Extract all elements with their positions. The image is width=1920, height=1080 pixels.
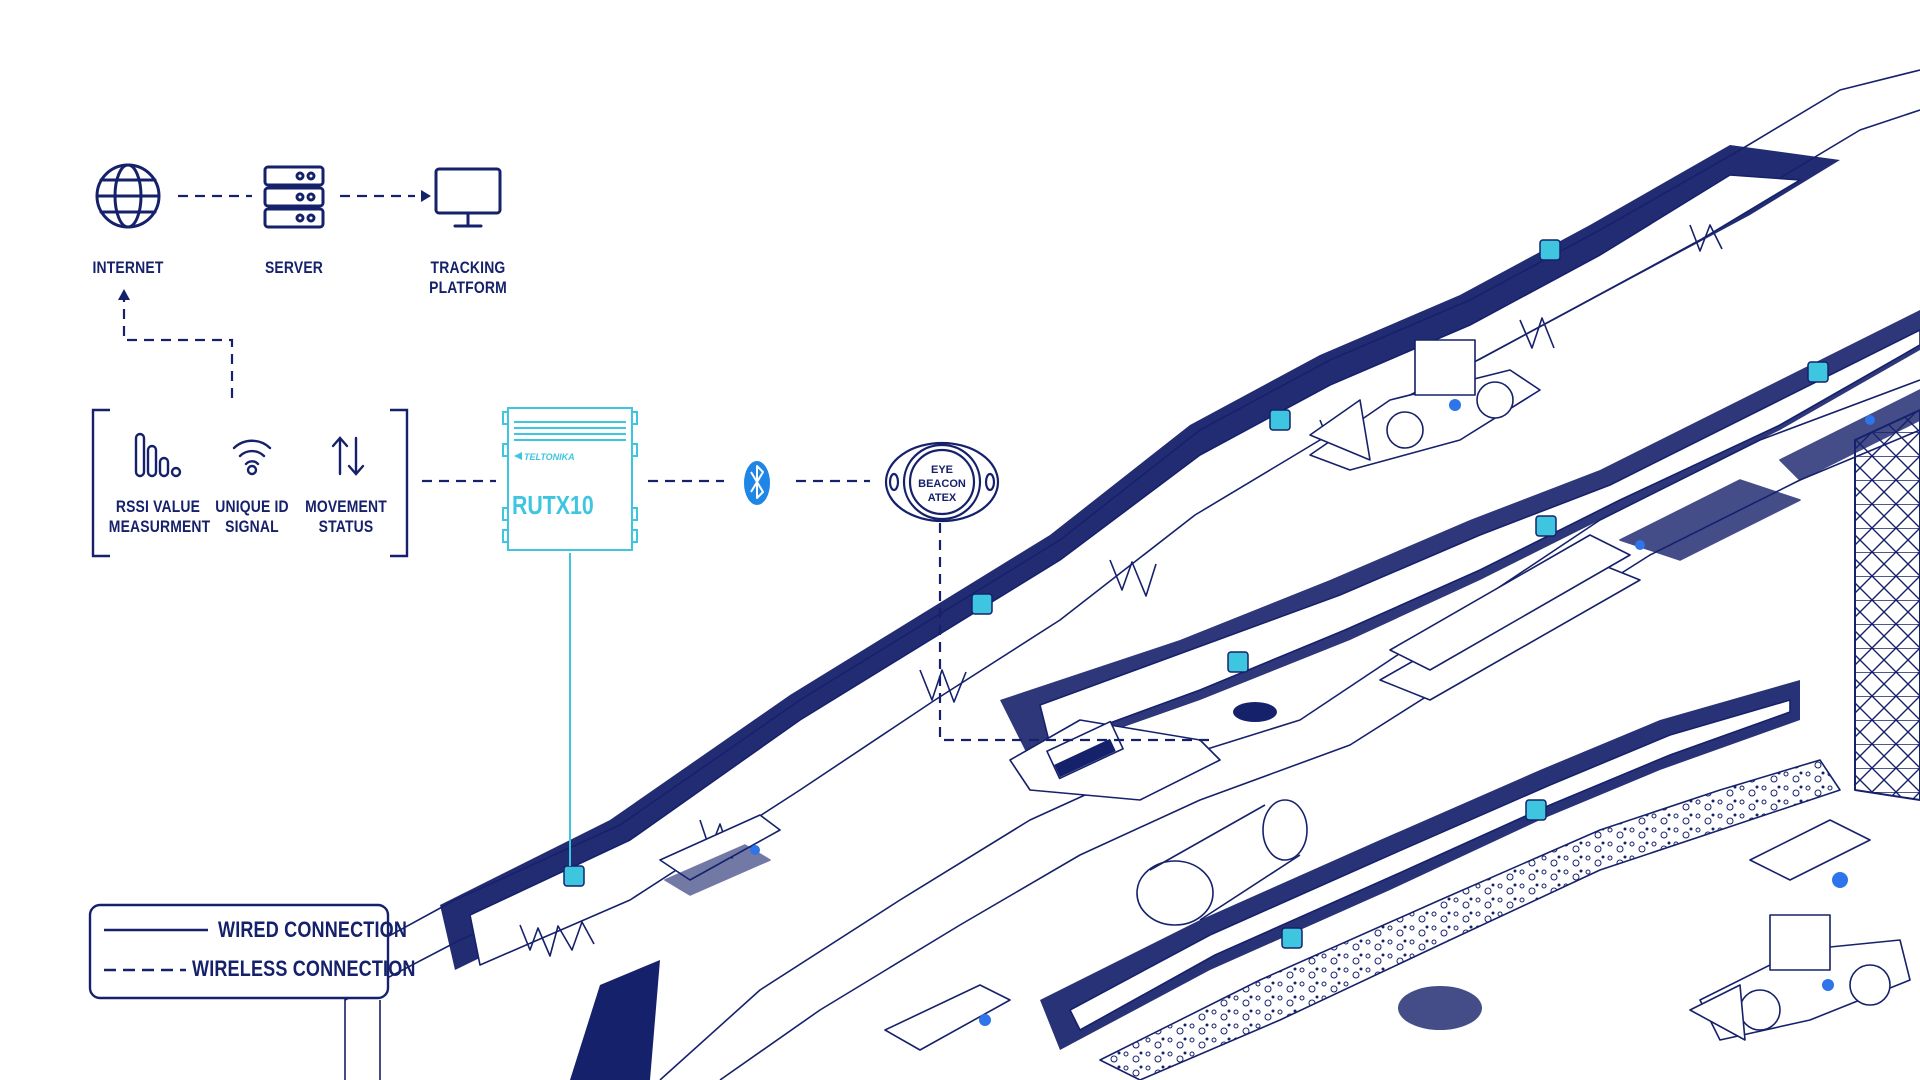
wireless-links [122,194,1210,742]
legend-wireless-label: WIRELESS CONNECTION [192,956,416,981]
loader-truck-lower [1689,914,1911,1041]
support-tower [1854,409,1920,801]
bluetooth-icon [744,461,770,505]
tag-icon [1269,409,1291,431]
globe-icon [95,163,161,229]
tag-icon [1525,799,1547,821]
legend-wired-label: WIRED CONNECTION [218,917,408,942]
tracking-platform-label: TRACKING PLATFORM [429,258,507,297]
tag-icon [1227,651,1249,673]
server-label: SERVER [264,258,324,277]
movement-status-label: MOVEMENT STATUS [305,497,387,536]
arrow-up-icon [118,289,130,300]
unique-id-label: UNIQUE ID SIGNAL [215,497,289,536]
tag-icon [1539,239,1561,261]
loader-truck-upper [1309,339,1541,471]
train [1379,389,1920,701]
tag-icon [1807,361,1829,383]
up-down-arrows-icon [331,436,365,476]
router-brand: TELTONIKA [524,452,575,462]
router-model: RUTX10 [512,491,594,521]
mine-tags [563,239,1829,949]
legend [88,903,390,1000]
mine-illustration [344,69,1920,1080]
internet-label: INTERNET [92,258,164,277]
tag-icon [1281,927,1303,949]
rssi-label: RSSI VALUE MEASURMENT [108,497,211,536]
small-truck [1749,819,1871,888]
server-icon [263,165,325,229]
signal-bars-icon [134,432,182,478]
beacon-line3: ATEX [928,492,957,504]
beacon-line2: BEACON [918,478,966,490]
router-icon [502,407,638,551]
signal-bracket [91,408,409,558]
tag-icon [1535,515,1557,537]
tag-icon [563,865,585,887]
beacon-icon [884,441,1000,523]
monitor-icon [434,167,502,228]
arrow-right-icon [421,190,431,202]
tag-icon [971,593,993,615]
beacon-line1: EYE [931,464,953,476]
wifi-icon [232,439,272,476]
